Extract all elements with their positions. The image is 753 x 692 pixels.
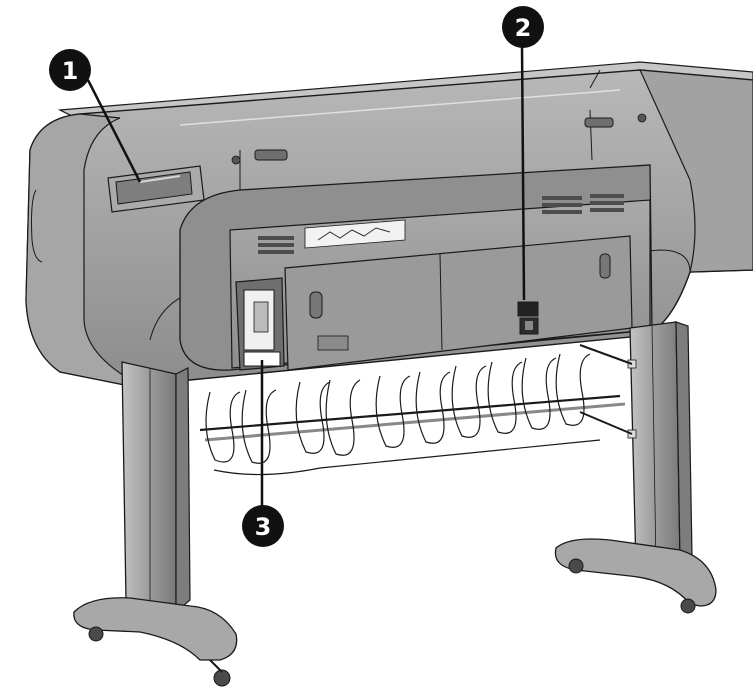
paper-basket [199, 344, 633, 476]
leader-line-2 [520, 45, 526, 301]
power-socket [517, 301, 539, 335]
right-vents [542, 194, 624, 214]
callout-label-2: 2 [515, 14, 532, 42]
left-vents [258, 236, 294, 254]
callout-marker-3: 3 [242, 505, 284, 547]
callout-leaders [86, 45, 526, 520]
left-leg [73, 361, 238, 687]
callout-label-1: 1 [62, 57, 79, 85]
callout-marker-1: 1 [49, 49, 91, 91]
right-leg [554, 321, 717, 614]
specification-label [304, 219, 406, 249]
leader-line-1 [86, 79, 142, 183]
quick-reference-guide-holder [107, 165, 205, 213]
callout-label-3: 3 [255, 513, 272, 541]
rear-panel [179, 164, 653, 371]
callout-marker-2: 2 [502, 6, 544, 48]
connector-compartment [235, 277, 285, 371]
